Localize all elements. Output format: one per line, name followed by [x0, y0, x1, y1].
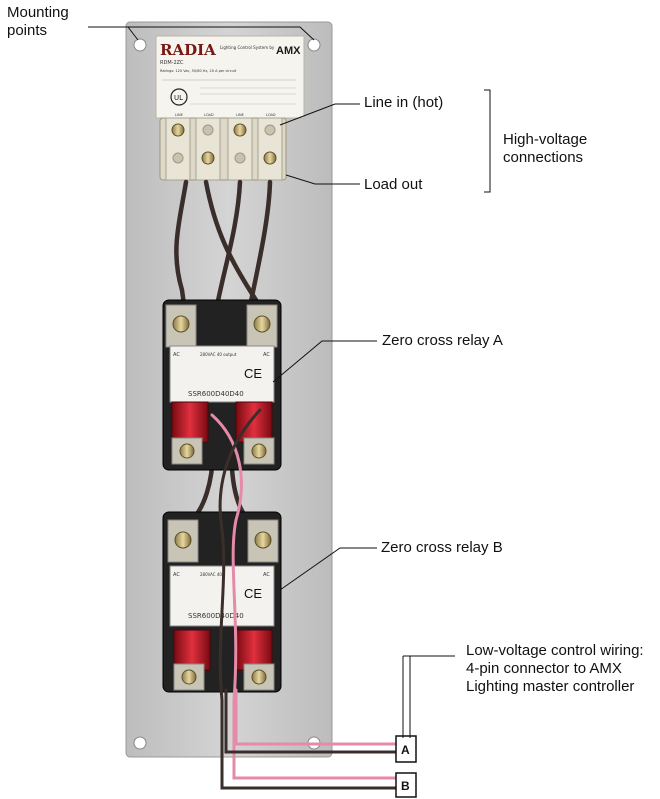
- mounting-hole-top-right: [307, 38, 321, 52]
- relay-a-ac-right: AC: [263, 352, 270, 358]
- connector-a: A: [395, 735, 417, 763]
- plate-ratings: Ratings: 120 Vac, 50/60 Hz, 20 A per cir…: [160, 69, 237, 73]
- label-low-voltage: Low-voltage control wiring: 4-pin connec…: [466, 642, 644, 695]
- mounting-hole-bottom-left: [133, 736, 147, 750]
- relay-b-model: SSR600D40D40: [188, 612, 244, 620]
- terminal-screw-line-1: [171, 123, 185, 137]
- connector-b: B: [395, 772, 417, 798]
- relay-a-model: SSR600D40D40: [188, 390, 244, 398]
- terminal-label-4: LOAD: [266, 113, 276, 117]
- relay-b-ac-left: AC: [173, 572, 180, 578]
- svg-text:UL: UL: [174, 94, 183, 102]
- relay-a-ac-left: AC: [173, 352, 180, 358]
- terminal-block: [159, 117, 287, 181]
- ul-mark-icon: [170, 88, 188, 106]
- plate-amx: AMX: [276, 45, 301, 57]
- relay-b-ce: CE: [244, 586, 262, 601]
- relay-b-output: 280VAC 40A: [200, 572, 225, 577]
- terminal-screw-load-1: [201, 151, 215, 165]
- relay-a-ce: CE: [244, 366, 262, 381]
- plate-brand: RADIA: [160, 41, 216, 59]
- relay-a: AC AC 280VAC 40 output CE SSR600D40D40: [162, 299, 282, 471]
- relay-a-output: 280VAC 40 output: [200, 352, 237, 357]
- label-high-voltage: High-voltage connections: [503, 131, 588, 166]
- relay-b-ac-right: AC: [263, 572, 270, 578]
- label-relay-a: Zero cross relay A: [382, 332, 503, 349]
- label-load-out: Load out: [364, 176, 423, 193]
- plate-brand-sub: Lighting Control System by: [220, 45, 275, 50]
- terminal-label-3: LINE: [236, 113, 244, 117]
- label-line-in: Line in (hot): [364, 94, 444, 111]
- control-wires: [210, 408, 398, 790]
- connector-a-label: A: [401, 743, 410, 757]
- terminal-screw-line-2: [233, 123, 247, 137]
- plate-model: RDM-2ZC: [160, 60, 184, 66]
- label-mounting-points: Mounting points: [7, 4, 69, 39]
- connector-b-label: B: [401, 779, 410, 793]
- callout-lines: [88, 26, 491, 738]
- label-relay-b: Zero cross relay B: [381, 539, 503, 556]
- terminal-label-2: LOAD: [204, 113, 214, 117]
- mounting-hole-top-left: [133, 38, 147, 52]
- terminal-screw-load-2: [263, 151, 277, 165]
- terminal-label-1: LINE: [175, 113, 183, 117]
